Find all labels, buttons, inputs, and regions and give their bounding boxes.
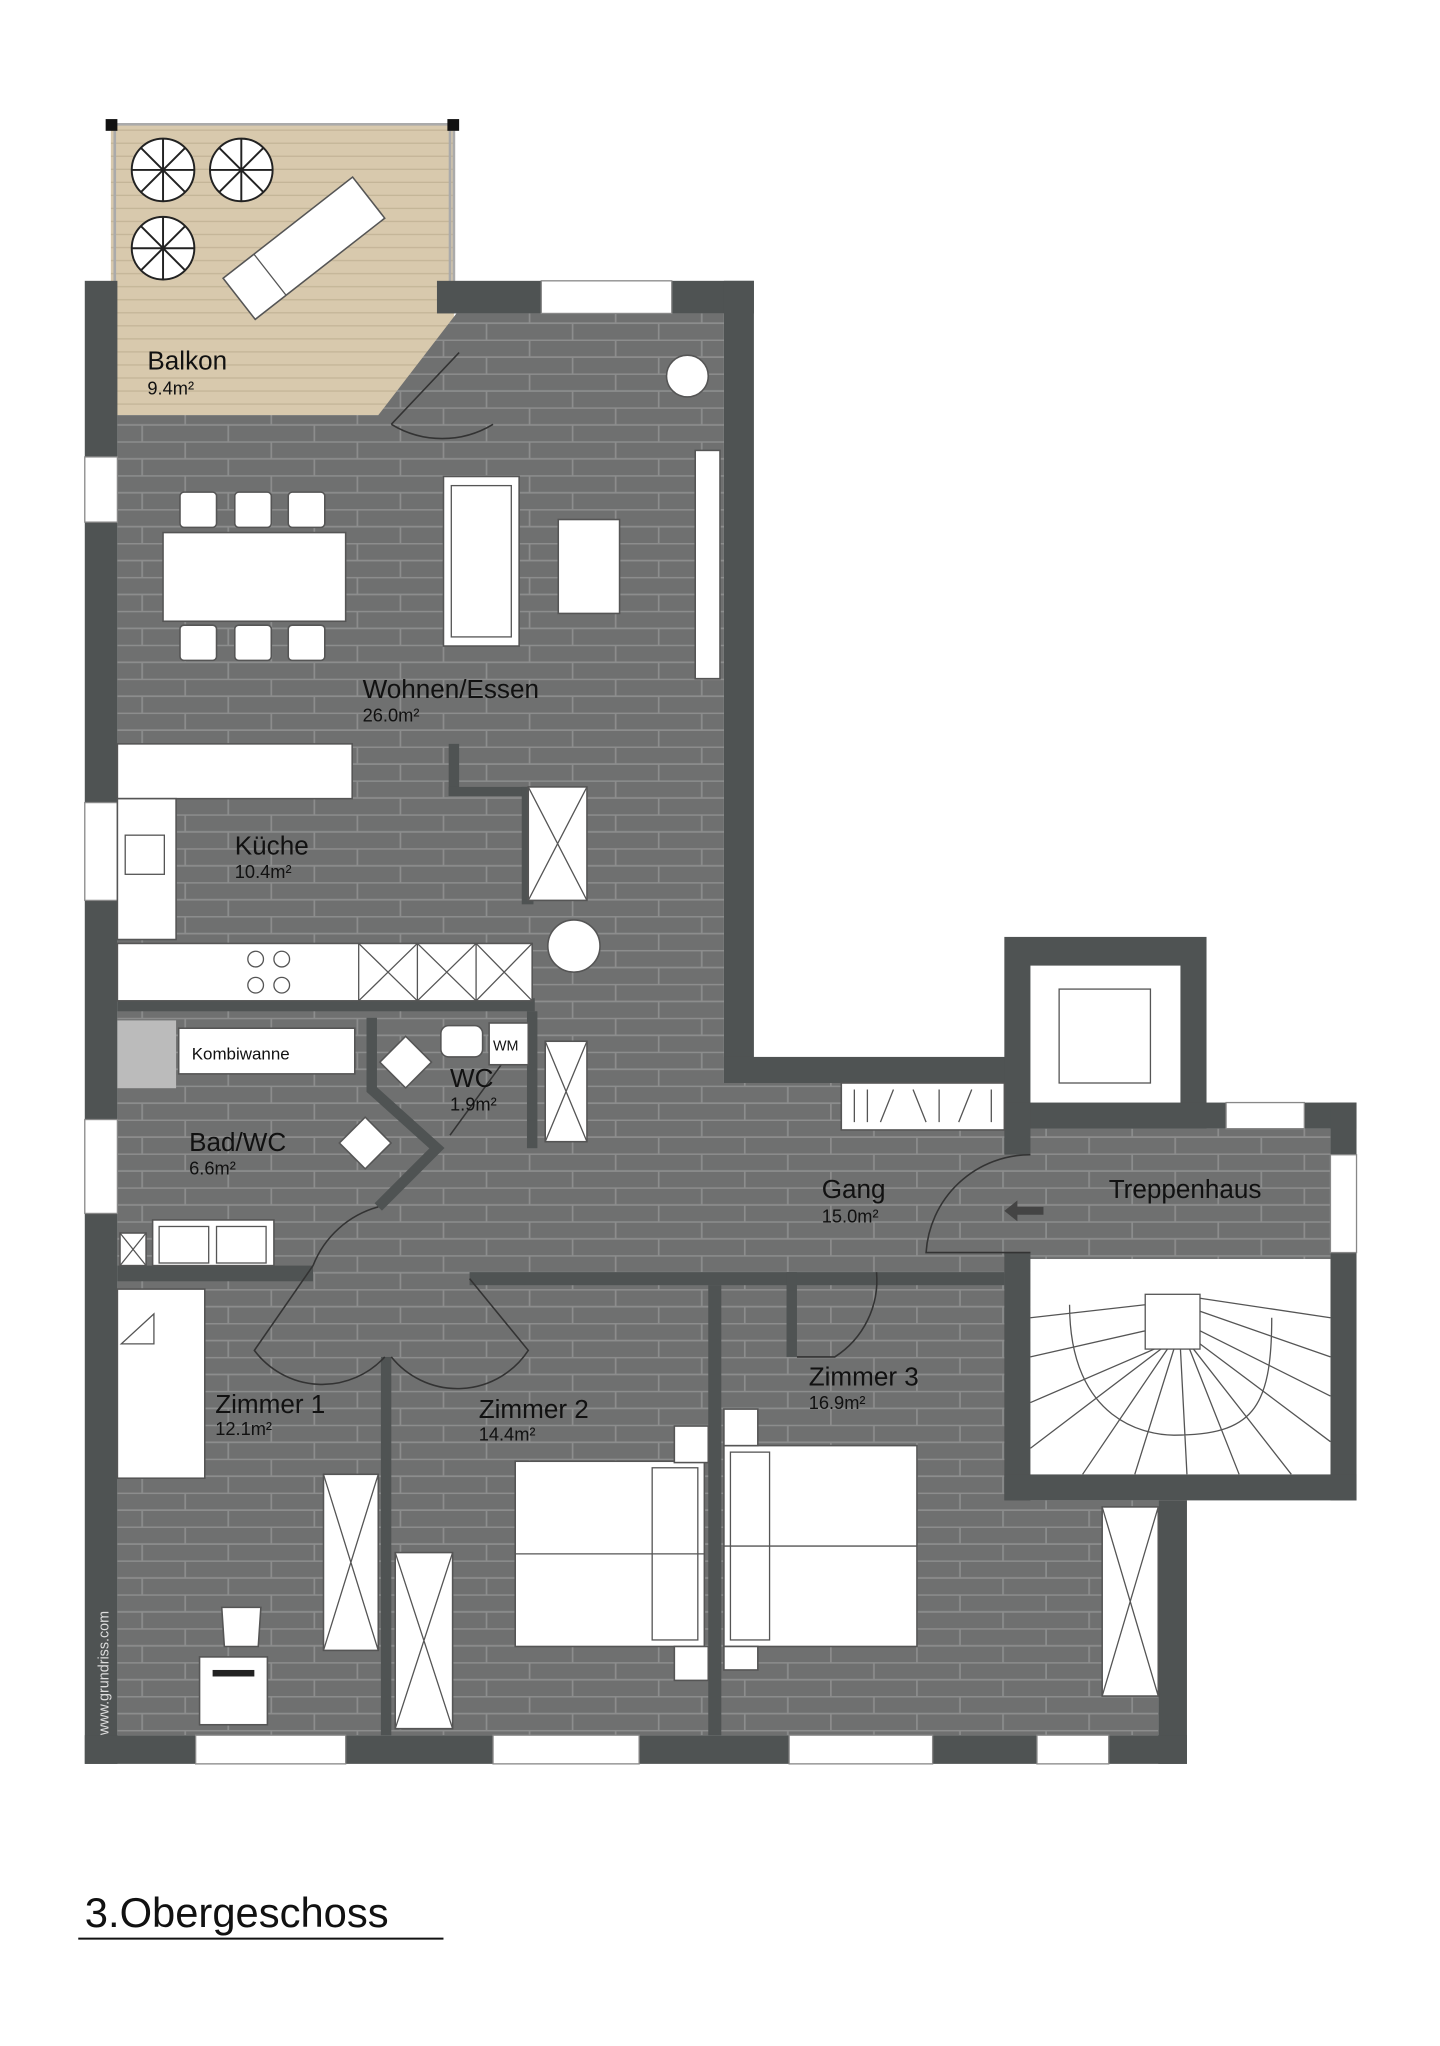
room-name: Bad/WC [189,1127,286,1157]
bathtub-label: Kombiwanne [192,1045,290,1064]
room-area: 9.4m² [147,377,194,398]
windows [84,280,1358,1765]
furniture [116,354,1160,1730]
room-name: Küche [235,831,309,861]
room-name: WC [450,1063,493,1093]
room-area: 1.9m² [450,1093,497,1114]
room-area: 14.4m² [479,1423,536,1444]
room-area: 10.4m² [235,861,292,882]
entrance-arrow-icon [1004,1200,1044,1222]
room-area: 6.6m² [189,1157,236,1178]
room-name: Zimmer 3 [809,1362,919,1392]
balcony [105,119,460,416]
watermark: www.grundriss.com [96,1611,112,1736]
plant-icon [130,137,274,281]
room-area: 16.9m² [809,1392,866,1413]
sun-lounger [221,175,386,321]
washing-machine-label: WM [493,1038,518,1054]
doors [253,352,1031,1390]
room-area: 12.1m² [215,1418,272,1439]
room-name: Zimmer 2 [479,1394,589,1424]
staircase [1030,1259,1331,1475]
room-name: Gang [822,1174,886,1204]
elevator [1030,965,1181,1103]
room-area: 15.0m² [822,1206,879,1227]
room-name: Treppenhaus [1109,1174,1262,1204]
room-labels: Balkon 9.4m² Wohnen/Essen 26.0m² Küche 1… [147,346,1261,1445]
room-area: 26.0m² [363,705,420,726]
room-name: Zimmer 1 [215,1389,325,1419]
room-name: Wohnen/Essen [363,674,539,704]
room-name: Balkon [147,346,227,376]
floor-title: 3.Obergeschoss [85,1889,389,1936]
